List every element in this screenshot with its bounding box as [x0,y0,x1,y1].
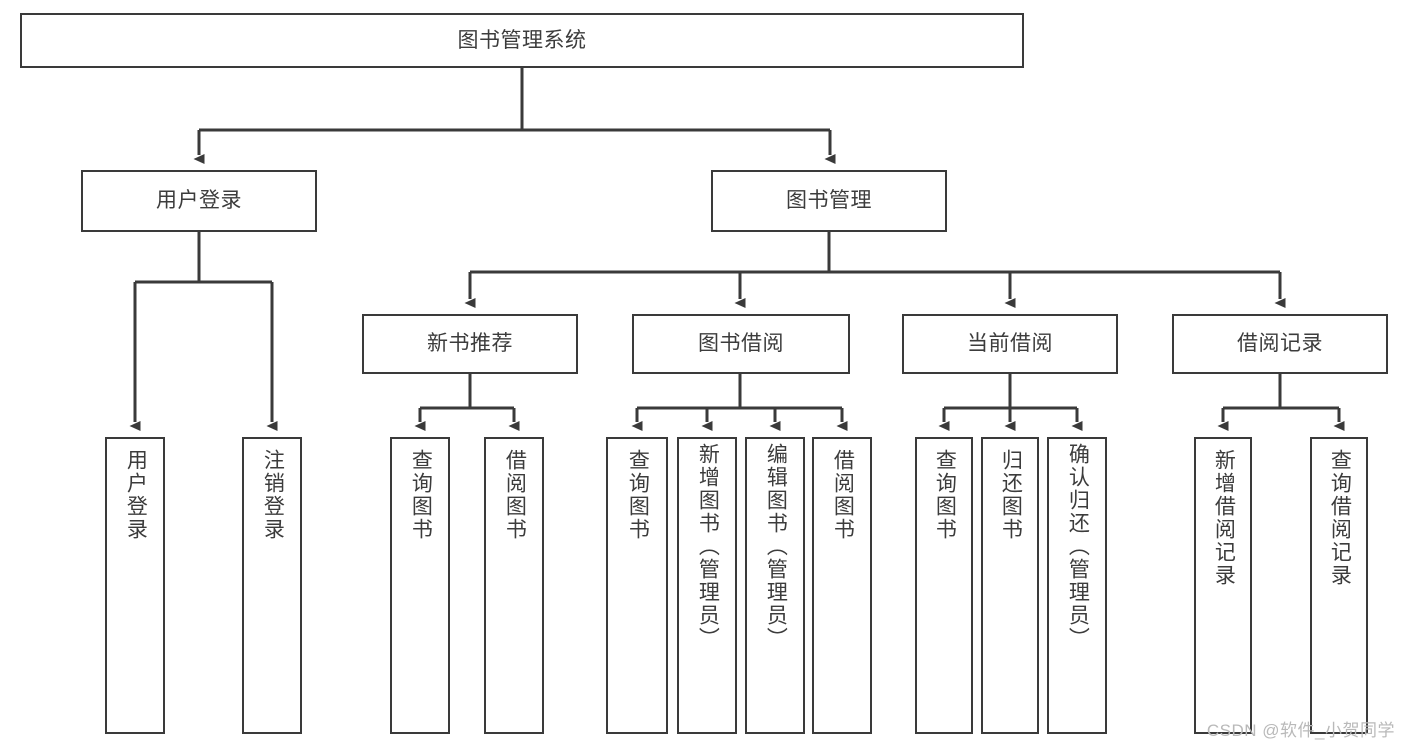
node-leaf-borrow-book-2-label: 借阅图书 [831,449,855,541]
node-leaf-confirm-return-label: 确认归还（管理员） [1066,443,1090,650]
node-current-borrow-label: 当前借阅 [967,332,1053,356]
node-leaf-query-record[interactable]: 查询借阅记录 [1310,437,1368,734]
node-leaf-edit-book[interactable]: 编辑图书（管理员） [745,437,805,734]
node-leaf-user-login-label: 用户登录 [124,449,148,541]
node-leaf-edit-book-label: 编辑图书（管理员） [764,443,788,650]
node-leaf-query-book-1[interactable]: 查询图书 [390,437,450,734]
node-leaf-query-book-1-label: 查询图书 [409,449,433,541]
node-leaf-add-record-label: 新增借阅记录 [1212,449,1236,587]
node-leaf-confirm-return[interactable]: 确认归还（管理员） [1047,437,1107,734]
node-leaf-add-record[interactable]: 新增借阅记录 [1194,437,1252,734]
node-user-login[interactable]: 用户登录 [81,170,317,232]
node-leaf-borrow-book-1-label: 借阅图书 [503,449,527,541]
watermark: CSDN @软件_小贺同学 [1206,721,1395,740]
node-book-manage[interactable]: 图书管理 [711,170,947,232]
node-leaf-logout-label: 注销登录 [261,449,285,541]
node-leaf-return-book-label: 归还图书 [999,449,1023,541]
node-leaf-borrow-book-1[interactable]: 借阅图书 [484,437,544,734]
node-leaf-query-book-2[interactable]: 查询图书 [606,437,668,734]
node-leaf-add-book-label: 新增图书（管理员） [696,443,720,650]
node-book-manage-label: 图书管理 [786,189,872,213]
node-leaf-logout[interactable]: 注销登录 [242,437,302,734]
node-user-login-label: 用户登录 [156,189,242,213]
node-leaf-borrow-book-2[interactable]: 借阅图书 [812,437,872,734]
node-leaf-add-book[interactable]: 新增图书（管理员） [677,437,737,734]
node-borrow-record-label: 借阅记录 [1237,332,1323,356]
node-root-label: 图书管理系统 [457,28,587,52]
node-root[interactable]: 图书管理系统 [20,13,1024,68]
node-leaf-query-book-3[interactable]: 查询图书 [915,437,973,734]
node-new-book-recommend-label: 新书推荐 [427,332,513,356]
node-borrow-record[interactable]: 借阅记录 [1172,314,1388,374]
node-leaf-query-book-2-label: 查询图书 [626,449,650,541]
node-current-borrow[interactable]: 当前借阅 [902,314,1118,374]
node-leaf-return-book[interactable]: 归还图书 [981,437,1039,734]
node-book-borrow-label: 图书借阅 [698,332,784,356]
node-leaf-user-login[interactable]: 用户登录 [105,437,165,734]
node-leaf-query-book-3-label: 查询图书 [933,449,957,541]
node-book-borrow[interactable]: 图书借阅 [632,314,850,374]
node-new-book-recommend[interactable]: 新书推荐 [362,314,578,374]
node-leaf-query-record-label: 查询借阅记录 [1328,449,1352,587]
